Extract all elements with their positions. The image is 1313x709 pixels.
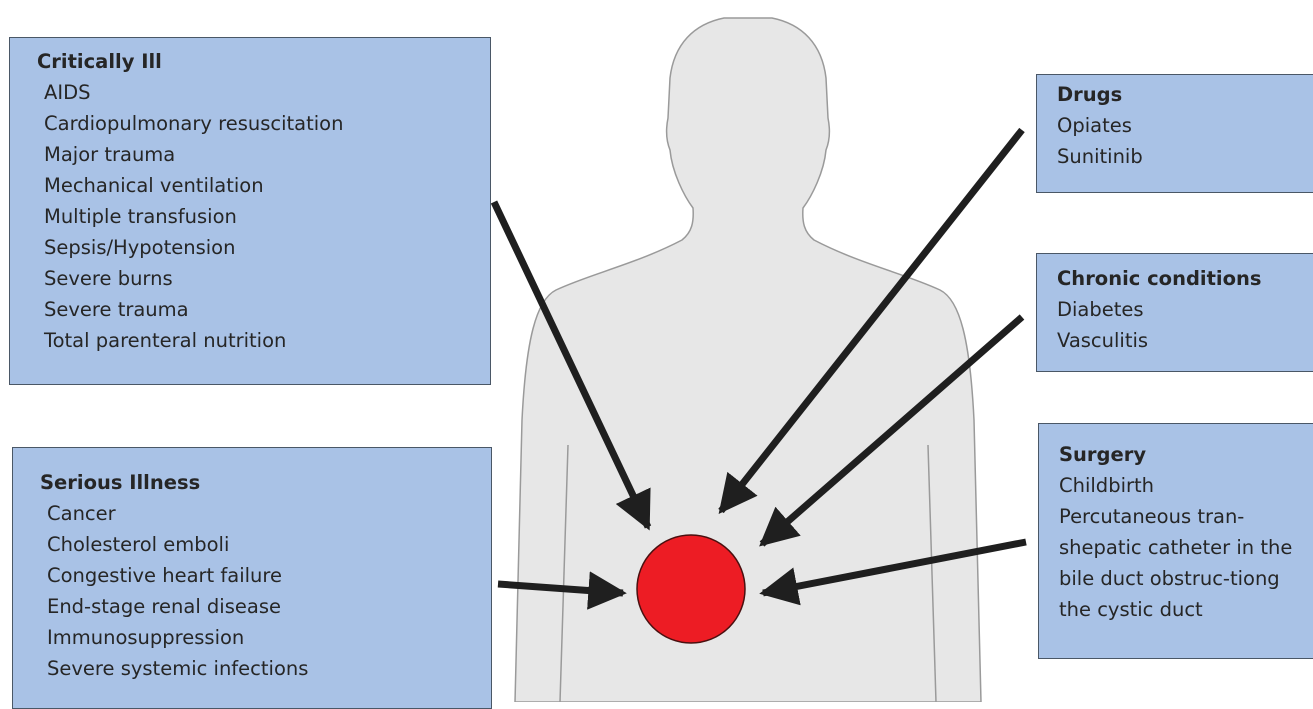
drugs-list: Opiates Sunitinib (1057, 110, 1313, 172)
list-item: Cholesterol emboli (47, 529, 491, 560)
critically-ill-heading: Critically Ill (37, 46, 490, 77)
list-item: Percutaneous tran-shepatic catheter in t… (1059, 501, 1309, 625)
list-item: Major trauma (44, 139, 490, 170)
serious-illness-list: Cancer Cholesterol emboli Congestive hea… (40, 498, 491, 684)
surgery-list: Childbirth Percutaneous tran-shepatic ca… (1059, 470, 1313, 625)
list-item: Sepsis/Hypotension (44, 232, 490, 263)
critically-ill-list: AIDS Cardiopulmonary resuscitation Major… (37, 77, 490, 356)
list-item: Vasculitis (1057, 325, 1313, 356)
chronic-conditions-list: Diabetes Vasculitis (1057, 294, 1313, 356)
list-item: AIDS (44, 77, 490, 108)
list-item: Diabetes (1057, 294, 1313, 325)
list-item: Sunitinib (1057, 141, 1313, 172)
list-item: Congestive heart failure (47, 560, 491, 591)
list-item: Childbirth (1059, 470, 1309, 501)
list-item: Mechanical ventilation (44, 170, 490, 201)
list-item: Severe systemic infections (47, 653, 491, 684)
drugs-heading: Drugs (1057, 79, 1313, 110)
serious-illness-box: Serious Illness Cancer Cholesterol embol… (12, 447, 492, 709)
surgery-heading: Surgery (1059, 439, 1313, 470)
list-item: Cardiopulmonary resuscitation (44, 108, 490, 139)
list-item: Severe burns (44, 263, 490, 294)
drugs-box: Drugs Opiates Sunitinib (1036, 74, 1313, 193)
human-body-silhouette (515, 18, 981, 702)
chronic-conditions-heading: Chronic conditions (1057, 263, 1313, 294)
surgery-box: Surgery Childbirth Percutaneous tran-she… (1038, 423, 1313, 659)
list-item: Opiates (1057, 110, 1313, 141)
list-item: Immunosuppression (47, 622, 491, 653)
list-item: End-stage renal disease (47, 591, 491, 622)
list-item: Cancer (47, 498, 491, 529)
serious-illness-heading: Serious Illness (40, 467, 491, 498)
list-item: Severe trauma (44, 294, 490, 325)
chronic-conditions-box: Chronic conditions Diabetes Vasculitis (1036, 253, 1313, 372)
target-circle (637, 535, 745, 643)
critically-ill-box: Critically Ill AIDS Cardiopulmonary resu… (9, 37, 491, 385)
list-item: Multiple transfusion (44, 201, 490, 232)
list-item: Total parenteral nutrition (44, 325, 490, 356)
